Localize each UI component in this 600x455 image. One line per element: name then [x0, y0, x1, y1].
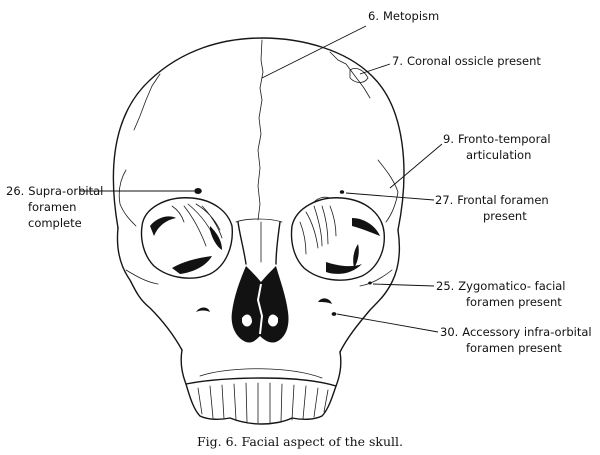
supra-orbital-foramen	[194, 188, 202, 194]
label-line2: present	[483, 209, 527, 223]
leader-fronto-temporal	[389, 143, 443, 189]
right-cheek-outline	[339, 229, 401, 353]
label-number: 7.	[392, 54, 403, 68]
svg-text:26.Supra-orbital: 26. Supra-orbital	[6, 184, 103, 198]
cranial-outline	[112, 37, 405, 231]
leader-frontal-foramen	[345, 192, 435, 201]
label-metopism: 6. Metopism	[368, 9, 439, 23]
glabella-line	[235, 218, 283, 223]
svg-text:7.Coronal ossicle present: 7. Coronal ossicle present	[392, 54, 541, 68]
label-line2: foramen present	[466, 295, 562, 309]
label-line2: foramen present	[466, 341, 562, 355]
label-line2: articulation	[466, 148, 531, 162]
metopic-suture	[257, 39, 264, 221]
svg-text:9.Fronto-temporal: 9. Fronto-temporal	[443, 132, 551, 146]
right-orbit-hatching	[299, 205, 337, 255]
left-infraorbital-foramen	[196, 307, 210, 312]
left-coronal-suture	[133, 73, 161, 131]
leader-metopism	[261, 25, 367, 79]
label-number: 9.	[443, 132, 454, 146]
label-line1: Accessory infra-orbital	[462, 325, 591, 339]
upper-teeth	[185, 377, 337, 425]
label-line1: Zygomatico- facial	[458, 279, 565, 293]
label-line1: Frontal foramen	[457, 193, 548, 207]
svg-text:6.Metopism: 6. Metopism	[368, 9, 439, 23]
label-number: 27.	[435, 193, 453, 207]
fronto-temporal-suture	[377, 159, 399, 223]
label-frontal-foramen: 27. Frontal foramen present	[435, 193, 549, 223]
tooth-divisions	[197, 382, 329, 424]
skull-drawing	[112, 37, 405, 425]
coronal-suture	[329, 51, 371, 99]
left-cheek-outline	[116, 227, 183, 351]
coronal-ossicle	[349, 68, 369, 83]
left-orbit-inner	[210, 226, 222, 250]
left-orbit-rim	[140, 197, 233, 279]
nasal-bones	[237, 221, 281, 265]
label-number: 30.	[440, 325, 458, 339]
label-number: 25.	[436, 279, 454, 293]
label-number: 26.	[6, 184, 24, 198]
label-accessory-infraorbital: 30. Accessory infra-orbital foramen prese…	[440, 325, 592, 355]
label-line2: foramen	[28, 200, 76, 214]
left-orbit-hatching	[171, 203, 223, 247]
label-number: 6.	[368, 9, 379, 23]
right-zygomatic-line	[359, 269, 393, 287]
right-orbit-fissure	[326, 262, 362, 274]
svg-text:30.Accessory infra-orbital: 30. Accessory infra-orbital	[440, 325, 592, 339]
accessory-infraorbital-foramen	[331, 312, 337, 316]
leader-lines	[80, 25, 443, 333]
left-orbit-shadow	[150, 216, 176, 236]
label-supra-orbital: 26. Supra-orbital foramen complete	[6, 184, 103, 230]
leader-zygomatico-facial	[372, 283, 435, 287]
frontal-foramen	[339, 190, 345, 194]
svg-text:27.Frontal foramen: 27. Frontal foramen	[435, 193, 549, 207]
left-orbit-fissure	[172, 256, 212, 274]
right-supraorbital-notch	[313, 196, 331, 203]
right-orbit-inner	[353, 244, 359, 268]
right-concha	[268, 314, 278, 327]
right-infraorbital-foramen	[318, 298, 332, 304]
figure-caption: Fig. 6. Facial aspect of the skull.	[197, 434, 403, 449]
label-line3: complete	[28, 216, 82, 230]
leader-accessory-infraorbital	[336, 313, 439, 333]
right-orbit-shadow	[352, 218, 380, 236]
label-coronal-ossicle: 7. Coronal ossicle present	[392, 54, 541, 68]
label-line1: Supra-orbital	[28, 184, 103, 198]
label-line1: Fronto-temporal	[458, 132, 551, 146]
label-text: Coronal ossicle present	[407, 54, 541, 68]
label-zygomatico-facial: 25. Zygomatico- facial foramen present	[436, 279, 566, 309]
zygomatico-facial-foramen	[368, 281, 372, 285]
maxilla-outline	[180, 349, 342, 387]
svg-text:25.Zygomatico- facial: 25. Zygomatico- facial	[436, 279, 566, 293]
alveolar-line	[199, 368, 323, 379]
right-orbit-rim	[290, 197, 385, 281]
left-temporal-suture	[118, 169, 137, 227]
label-fronto-temporal: 9. Fronto-temporal articulation	[443, 132, 551, 162]
label-text: Metopism	[383, 9, 439, 23]
left-zygomatic-line	[125, 269, 159, 285]
leader-coronal-ossicle	[359, 63, 391, 75]
nasal-septum	[256, 283, 264, 335]
left-concha	[242, 314, 252, 327]
